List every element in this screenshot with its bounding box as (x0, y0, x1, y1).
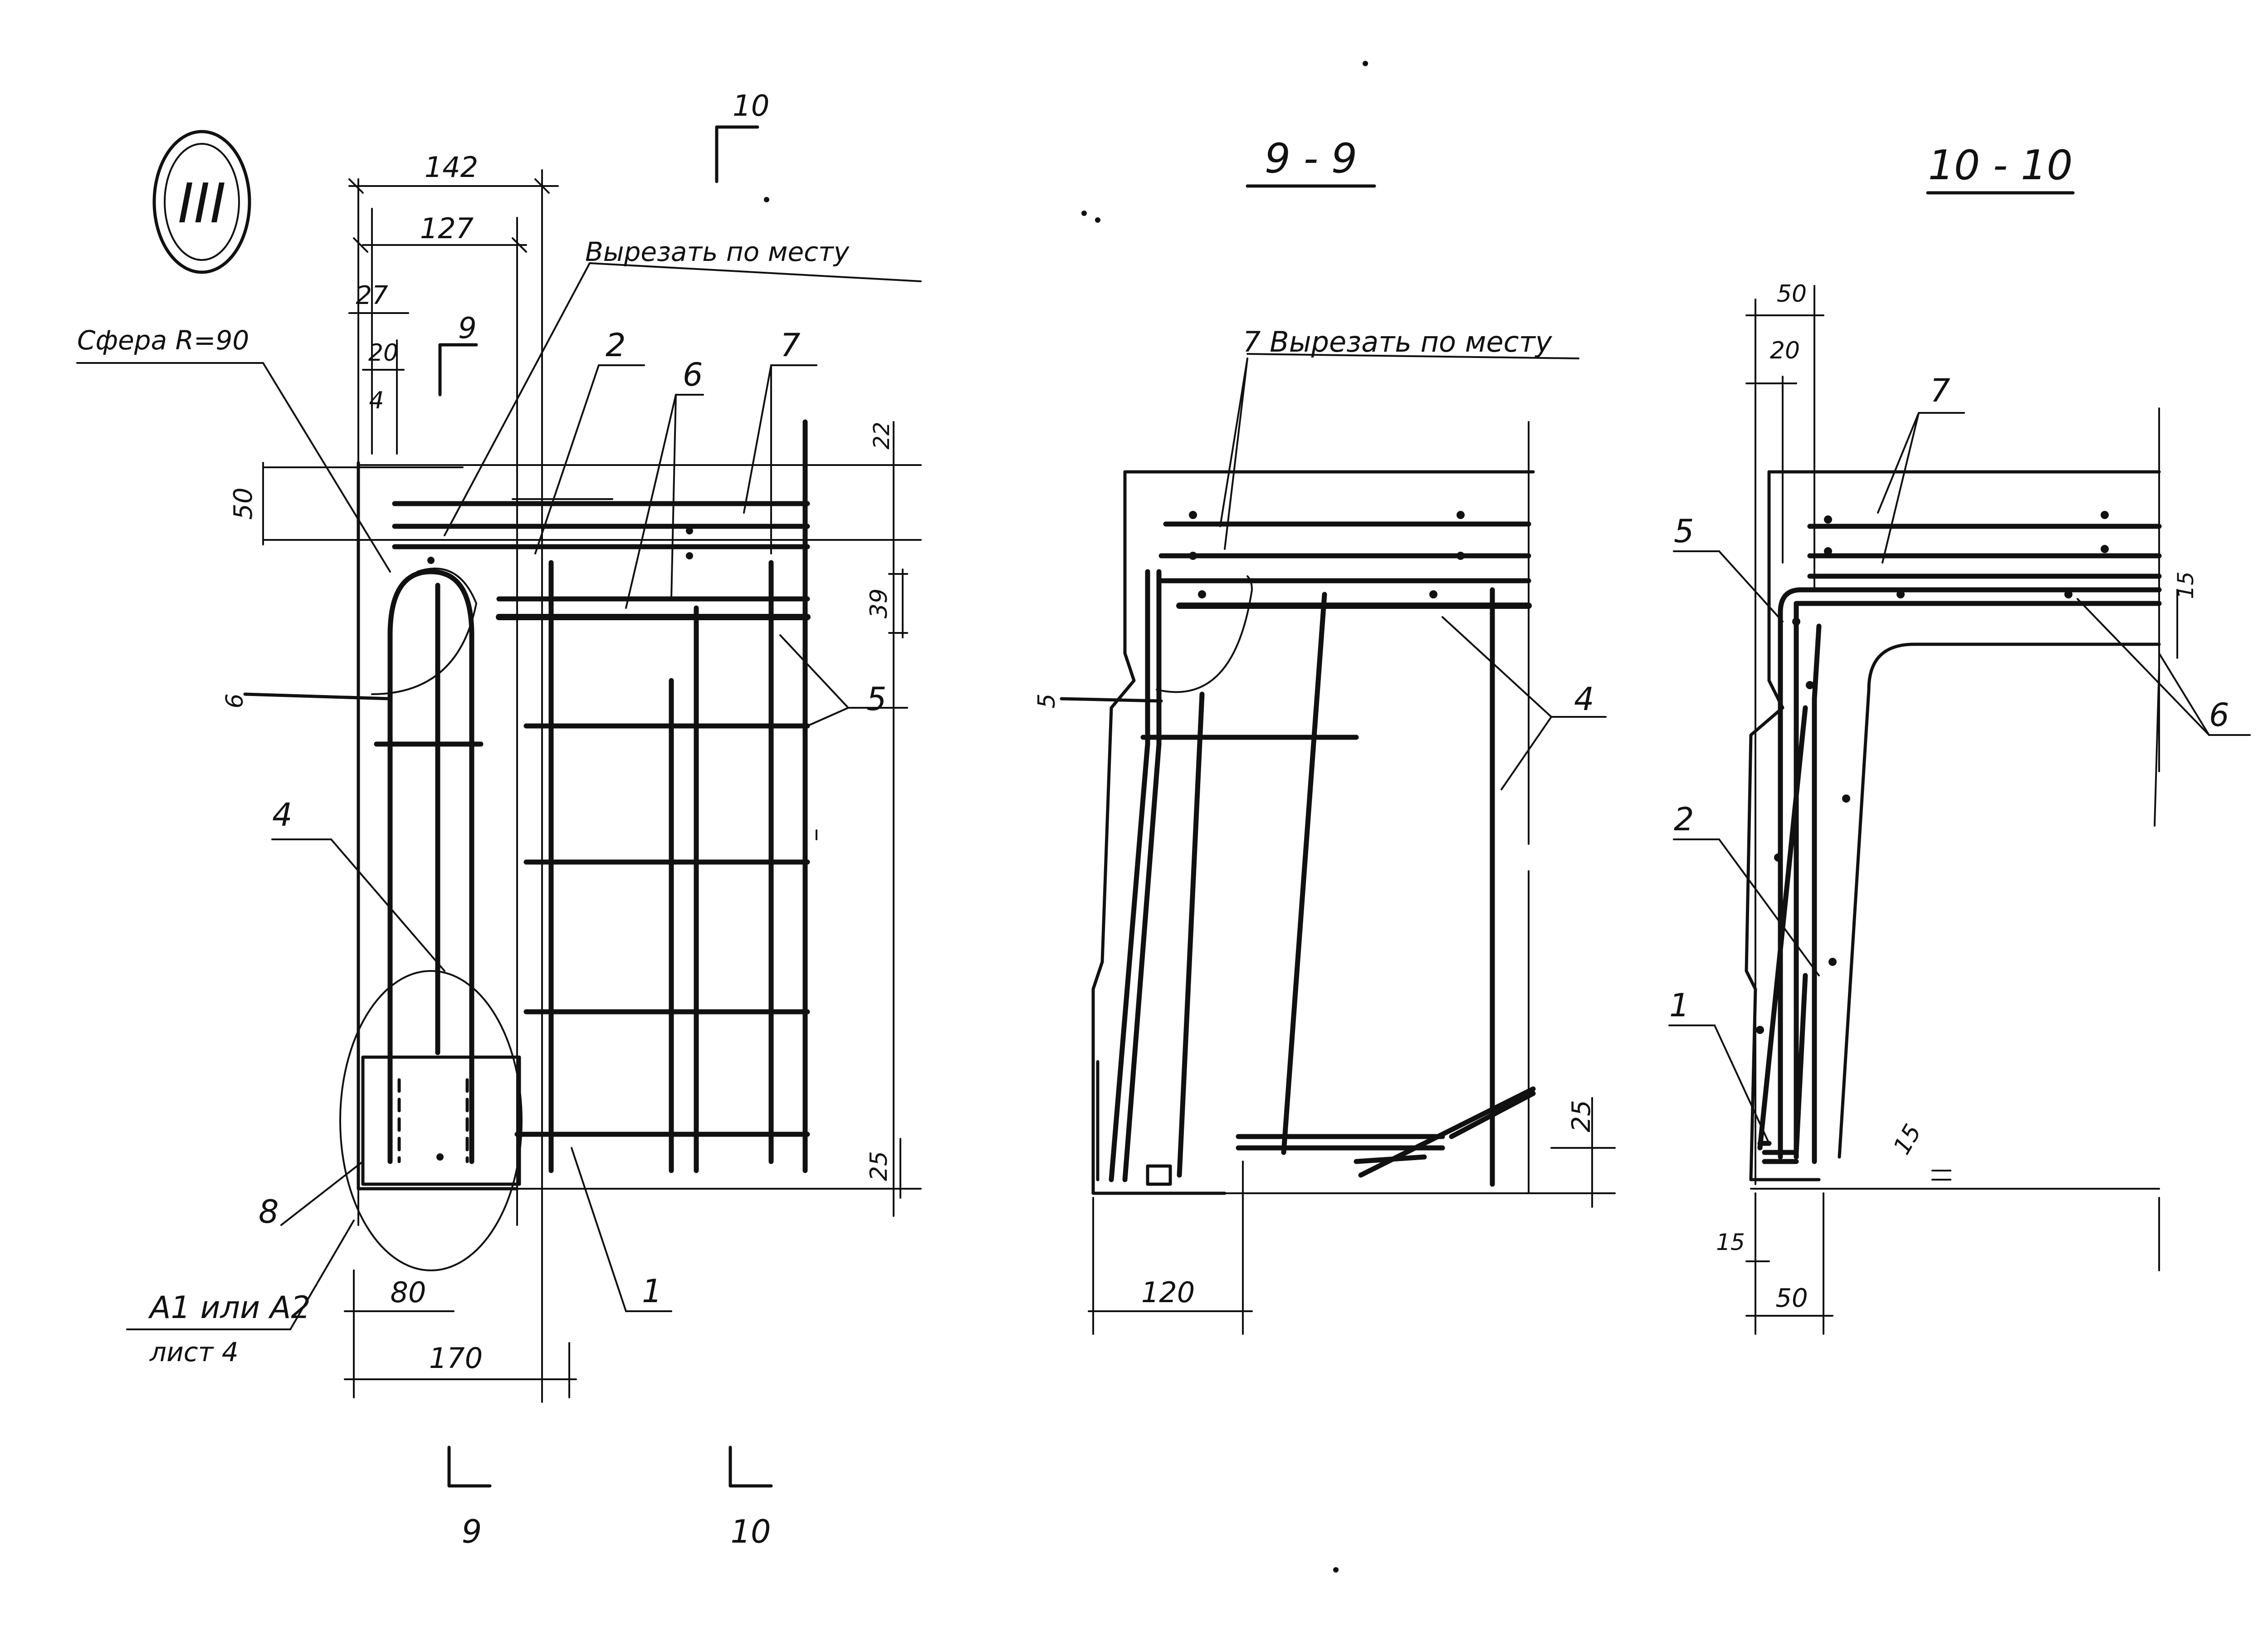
dim-50: 50 (229, 487, 258, 519)
pos-2-main: 2 (606, 327, 626, 364)
dim-22: 22 (869, 421, 894, 449)
dim-80: 80 (391, 1276, 426, 1309)
section-9-9 (1060, 184, 1616, 1335)
pos-4-sec9: 4 (1574, 681, 1594, 718)
label-sphere: Сфера R=90 (77, 325, 249, 356)
dim-50-sec10-bottom: 50 (1775, 1284, 1808, 1313)
dim-142: 142 (425, 151, 478, 184)
section-title-10-10: 10 - 10 (1928, 142, 2073, 189)
dim-39: 39 (865, 588, 893, 618)
dim-6: 6 (221, 693, 249, 708)
dim-120-sec9: 120 (1141, 1276, 1195, 1309)
dim-5-sec9: 5 (1033, 693, 1061, 708)
dim-27: 27 (356, 281, 388, 310)
dim-50-sec10-top: 50 (1777, 280, 1807, 308)
pos-1-main: 1 (642, 1273, 662, 1310)
section-mark-10-bottom: 10 (730, 1513, 771, 1550)
main-view (76, 125, 922, 1488)
pos-8-main: 8 (259, 1193, 279, 1230)
section-10-10 (1668, 191, 2251, 1335)
dim-127: 127 (420, 212, 474, 245)
stray-marks (764, 61, 1368, 1573)
pos-5-main: 5 (866, 681, 887, 718)
pos-5-sec10: 5 (1674, 513, 1694, 550)
section-mark-9-top: 9 (458, 312, 477, 345)
pos-7-main: 7 (780, 327, 801, 364)
section-title-9-9: 9 - 9 (1265, 135, 1357, 182)
detail-marker-label: III (178, 172, 226, 235)
dim-15-sec10-left: 15 (1716, 1229, 1745, 1255)
dim-25: 25 (865, 1151, 893, 1181)
dim-25-sec9: 25 (1567, 1100, 1596, 1132)
dim-20-sec10: 20 (1770, 337, 1800, 364)
pos-7-sec10: 7 (1930, 372, 1950, 409)
section-mark-9-bottom: 9 (462, 1513, 482, 1550)
pos-1-sec10: 1 (1669, 987, 1690, 1024)
pos-4-main: 4 (272, 796, 293, 833)
section-mark-10-top: 10 (733, 89, 769, 123)
dim-20: 20 (368, 339, 398, 367)
label-sheet: лист 4 (149, 1337, 239, 1367)
label-a1a2: А1 или А2 (148, 1290, 311, 1326)
dim-15-sec10-right: 15 (2173, 571, 2199, 599)
dim-15-sec10-bottom-right: 15 (1888, 1120, 1927, 1159)
dim-170: 170 (429, 1342, 483, 1375)
label-cut-on-site: Вырезать по месту (585, 236, 850, 267)
pos-2-sec10: 2 (1674, 801, 1694, 838)
dim-4: 4 (369, 387, 384, 414)
pos-6-sec10: 6 (2209, 696, 2229, 734)
pos-6-main: 6 (683, 356, 703, 393)
detail-marker: III (152, 130, 251, 274)
label-cut-on-site-9: 7 Вырезать по месту (1243, 325, 1553, 358)
